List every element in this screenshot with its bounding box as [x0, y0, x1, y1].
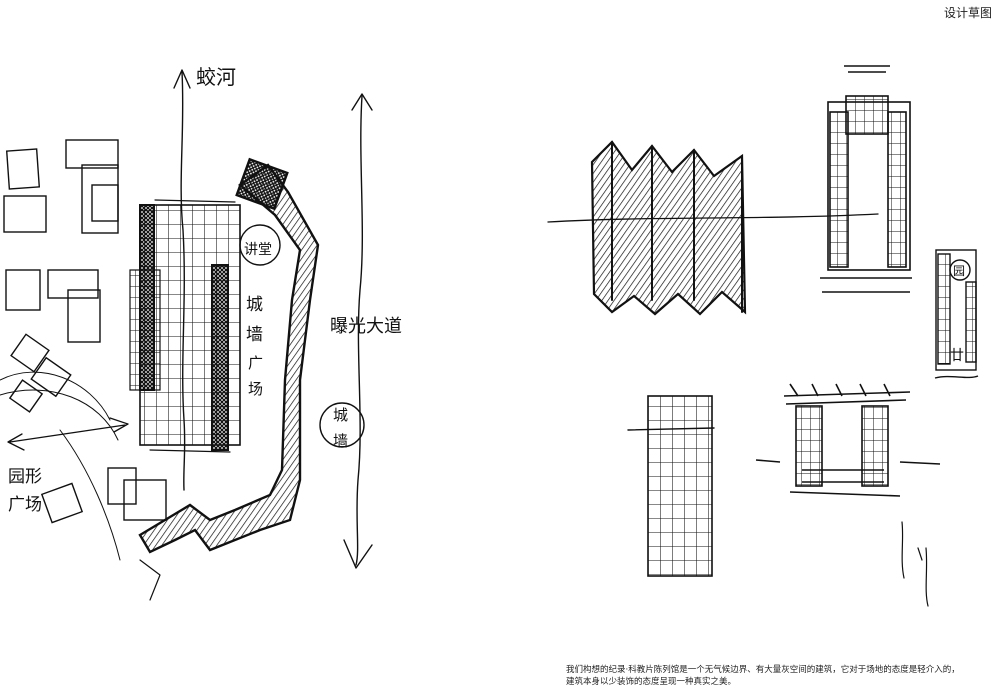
detail-top-label: 园: [953, 264, 965, 278]
circle-plaza-label-2: 广场: [8, 495, 42, 515]
caption-line-2: 建筑本身以少装饰的态度呈现一种真实之美。: [566, 677, 737, 687]
caption-line-1: 我们构想的纪录·科教片陈列馆是一个无气候边界、有大量灰空间的建筑，它对于场地的态…: [566, 665, 960, 675]
plaza-label-2: 墙: [246, 325, 263, 345]
avenue-label: 曝光大道: [330, 316, 402, 337]
wall-label-1: 城: [333, 406, 348, 424]
page-label: 设计草图: [943, 6, 992, 20]
detail-bottom-label: 廿: [950, 348, 964, 364]
right-elevation-sketches: 园 廿: [547, 65, 979, 607]
wall-label-2: 墙: [333, 432, 348, 450]
caption: 我们构想的纪录·科教片陈列馆是一个无气候边界、有大量灰空间的建筑，它对于场地的态…: [566, 664, 996, 688]
left-site-plan-sketch: 蛟河 曝光大道 城 墙 广 场 讲堂 城 墙: [0, 65, 402, 601]
circle-plaza-label-1: 园形: [8, 467, 42, 487]
hall-label: 讲堂: [244, 242, 272, 258]
plaza-label-3: 广: [248, 354, 263, 372]
plaza-label-1: 城: [246, 295, 263, 315]
river-label: 蛟河: [196, 65, 236, 89]
plaza-label-4: 场: [248, 380, 263, 398]
